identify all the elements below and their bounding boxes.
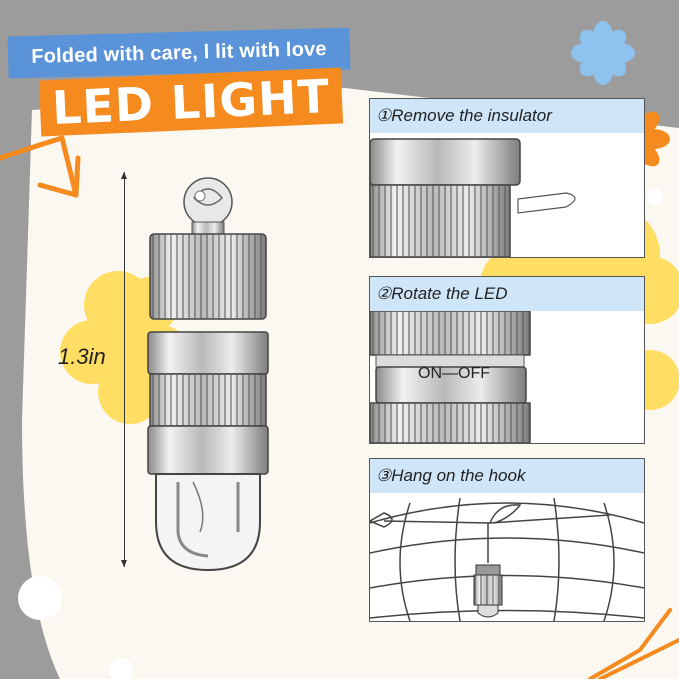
- step-panel-remove-insulator: ①Remove the insulator: [369, 98, 645, 258]
- white-dot: [109, 658, 133, 679]
- step-header: ①Remove the insulator: [370, 99, 644, 133]
- step-header: ②Rotate the LED: [370, 277, 644, 311]
- step-illustration: [370, 133, 644, 257]
- insulator-tab: [517, 192, 576, 214]
- blue-flower-icon: [571, 21, 635, 85]
- title-text: LED LIGHT: [50, 68, 332, 136]
- lantern-icon: [370, 497, 644, 621]
- switch-label: ON—OFF: [418, 365, 490, 382]
- white-dot: [647, 189, 663, 205]
- orange-arrow-icon: [588, 608, 679, 679]
- led-bulb-icon: [147, 177, 269, 572]
- white-dot: [18, 576, 62, 620]
- step-illustration: ON—OFF: [370, 311, 644, 443]
- step-panel-rotate-led: ②Rotate the LED ON—OFF: [369, 276, 645, 444]
- dimension-line: [121, 172, 127, 567]
- dimension-label: 1.3in: [58, 344, 106, 369]
- tagline-text: Folded with care, l lit with love: [30, 37, 327, 68]
- step-panel-hang-hook: ③Hang on the hook: [369, 458, 645, 622]
- step-header: ③Hang on the hook: [370, 459, 644, 493]
- orange-arrow-icon: [0, 135, 81, 198]
- hanging-led: [473, 564, 503, 618]
- step-illustration: [370, 493, 644, 621]
